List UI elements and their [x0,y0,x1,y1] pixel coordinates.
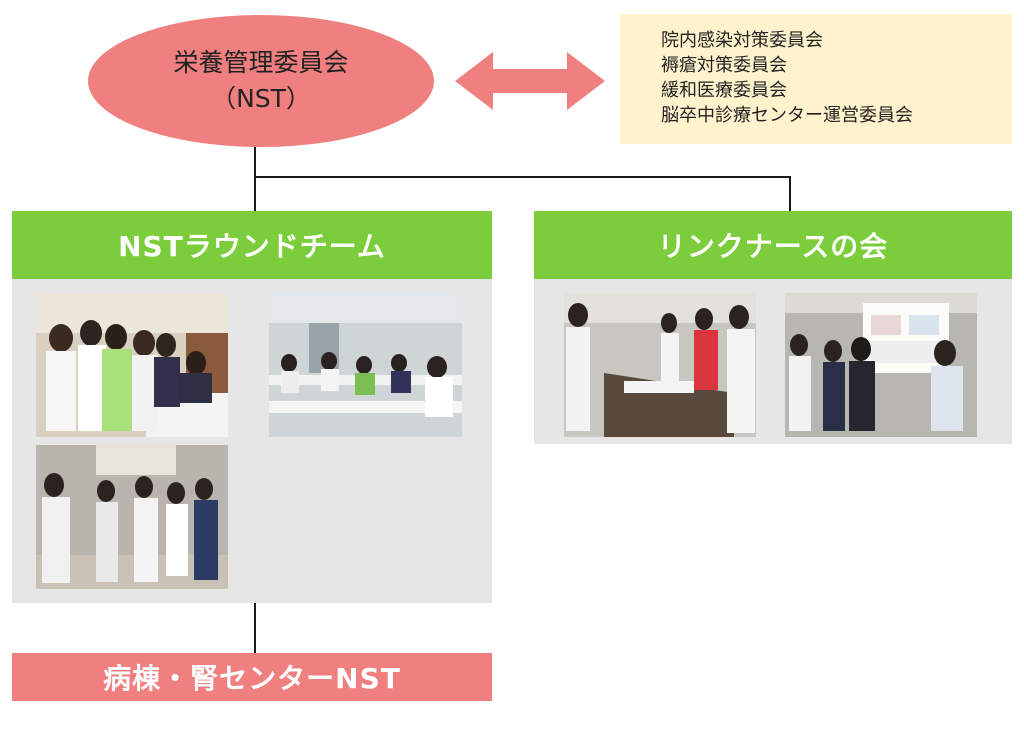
double-arrow-icon [455,52,605,110]
link-nurse-panel [534,279,1012,444]
committee-item: 褥瘡対策委員会 [661,55,787,76]
lecture-room-photo [269,293,462,437]
nst-round-team-header: NSTラウンドチーム [12,211,492,279]
ward-kidney-center-nst-node: 病棟・腎センターNST [12,653,492,701]
link-nurse-header: リンクナースの会 [534,211,1012,279]
connector-vertical-top [254,147,256,211]
poster-board-photo [785,293,977,437]
nutrition-committee-subtitle: （NST） [211,84,311,113]
nst-round-team-title: NSTラウンドチーム [118,230,386,263]
nutrition-committee-title: 栄養管理委員会 [173,48,349,77]
corridor-round-photo [36,445,228,589]
connector-vertical-bottom [254,603,256,653]
ward-kidney-center-nst-title: 病棟・腎センターNST [103,662,401,695]
ward-round-bedside-photo [36,293,228,437]
committee-item: 脳卒中診療センター運営委員会 [661,105,913,126]
nutrition-committee-node: 栄養管理委員会 （NST） [88,15,434,147]
committee-item: 院内感染対策委員会 [661,30,823,51]
committee-item: 緩和医療委員会 [661,80,787,101]
connector-horizontal [254,176,791,178]
related-committees-box: 院内感染対策委員会 褥瘡対策委員会 緩和医療委員会 脳卒中診療センター運営委員会 [620,14,1012,144]
poster-session-photo [564,293,756,437]
connector-right-drop [789,176,791,211]
link-nurse-title: リンクナースの会 [657,230,889,263]
nst-round-team-panel [12,279,492,603]
